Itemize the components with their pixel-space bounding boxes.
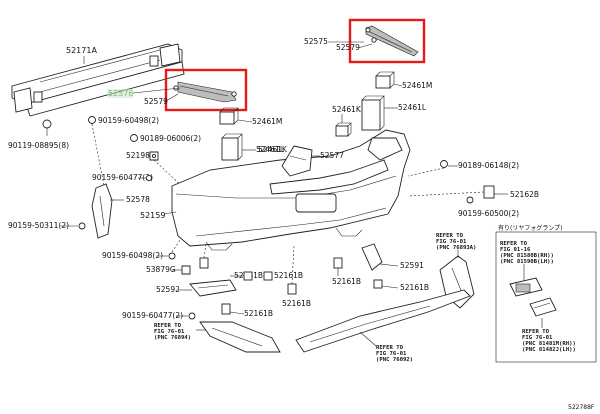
clip-icon <box>130 134 138 142</box>
svg-text:REFER TO: REFER TO <box>522 329 550 335</box>
clip-icon <box>221 303 231 315</box>
upper-bracket-part <box>281 145 313 177</box>
clip-icon <box>243 271 253 281</box>
svg-text:(PNC 81580B(RH)): (PNC 81580B(RH)) <box>500 253 554 259</box>
svg-text:(PNC 76894): (PNC 76894) <box>154 335 191 341</box>
label-52198: 52198 <box>126 151 150 160</box>
label-90189-06148: 90189-06148(2) <box>458 161 519 170</box>
label-52461L-left: 52461L <box>256 145 285 154</box>
svg-text:FIG 01-16: FIG 01-16 <box>500 247 531 253</box>
label-90159-50311: 90159-50311(2) <box>8 221 69 230</box>
reference-fig76-01-c: REFER TO FIG 76-01 (PNC 76092) <box>376 345 413 363</box>
svg-text:REFER TO: REFER TO <box>436 233 464 239</box>
reflector-lens-part <box>529 297 557 317</box>
clip-icon <box>181 265 191 275</box>
clip-icon <box>88 116 96 124</box>
label-52159: 52159 <box>140 211 165 220</box>
label-53879G: 53879G <box>146 265 176 274</box>
label-90159-60498-b: 90159-60498(2) <box>102 251 163 260</box>
label-52461M-left: 52461M <box>252 117 282 126</box>
reference-fig01-16: REFER TO FIG 01-16 (PNC 81580B(RH)) (PNC… <box>500 241 554 265</box>
clip-icon <box>333 257 343 269</box>
spacer-pad-right-upper <box>375 71 395 89</box>
clip-icon <box>168 252 176 260</box>
spacer-pad-left-lower <box>221 133 243 161</box>
bumper-reinforcement-part <box>11 43 185 117</box>
reference-fig76-01-a: REFER TO FIG 76-01 (PNC 76893A) <box>436 233 476 251</box>
spacer-pad-center <box>335 122 352 137</box>
label-52161B-c: 52161B <box>244 309 273 318</box>
reference-fig76-01-b: REFER TO FIG 76-01 (PNC 76894) <box>154 323 191 341</box>
lower-diffuser-part <box>295 289 471 353</box>
svg-text:REFER TO: REFER TO <box>500 241 528 247</box>
label-52161B-d: 52161B <box>282 299 311 308</box>
label-90159-60498-a: 90159-60498(2) <box>98 116 159 125</box>
fog-lamp-variant-note: 有り(リヤフォグランプ) <box>498 224 563 232</box>
label-52461K-center: 52461K <box>332 105 362 114</box>
label-52171A: 52171A <box>66 46 97 55</box>
svg-text:(PNC 76092): (PNC 76092) <box>376 357 413 363</box>
svg-text:REFER TO: REFER TO <box>376 345 404 351</box>
label-52161B-e: 52161B <box>332 277 361 286</box>
svg-text:(PNC 76893A): (PNC 76893A) <box>436 245 476 251</box>
lower-bracket-part <box>189 279 237 297</box>
lower-molding-part <box>199 321 281 353</box>
lower-side-bracket-part <box>361 243 383 271</box>
left-bumper-retainer-part <box>173 81 237 103</box>
fog-lamp-variant-box: 有り(リヤフォグランプ) <box>495 224 597 363</box>
bolt-icon <box>78 222 86 230</box>
label-52577: 52577 <box>320 151 344 160</box>
clip-icon <box>440 160 448 168</box>
svg-text:REFER TO: REFER TO <box>154 323 182 329</box>
bolt-icon <box>42 119 52 136</box>
label-90159-60477-a: 90159-60477(2) <box>92 173 153 182</box>
clip-icon <box>287 283 297 295</box>
clip-icon <box>188 312 196 320</box>
label-52575: 52575 <box>304 37 328 46</box>
label-52592: 52592 <box>156 285 180 294</box>
clip-icon <box>466 196 474 204</box>
label-52161B-f: 52161B <box>400 283 429 292</box>
highlight-box-left <box>164 68 248 112</box>
label-52579-right: 52579 <box>336 43 360 52</box>
fog-lamp-part <box>509 277 543 297</box>
bracket-icon <box>149 151 159 161</box>
right-bumper-retainer-part <box>365 25 419 57</box>
label-90189-06006: 90189-06006(2) <box>140 134 201 143</box>
label-52162B: 52162B <box>510 190 539 199</box>
label-90159-60500: 90159-60500(2) <box>458 209 519 218</box>
highlight-box-right <box>348 18 426 64</box>
spacer-pad-left-upper <box>219 107 239 125</box>
label-52161B-b: 52161B <box>274 271 303 280</box>
side-bracket-part <box>91 183 113 239</box>
label-52578: 52578 <box>126 195 150 204</box>
svg-text:FIG 76-01: FIG 76-01 <box>436 239 467 245</box>
label-52461L-right: 52461L <box>398 103 427 112</box>
svg-text:FIG 76-01: FIG 76-01 <box>154 329 185 335</box>
svg-text:FIG 76-01: FIG 76-01 <box>376 351 407 357</box>
label-52461M-right: 52461M <box>402 81 432 90</box>
clip-icon <box>263 271 273 281</box>
spacer-pad-right-lower <box>361 95 385 131</box>
bumper-cover-part <box>171 129 411 251</box>
reference-fig76-01-d: REFER TO FIG 76-01 (PNC 81481M(RH)) (PNC… <box>522 329 576 353</box>
label-90159-60477-b: 90159-60477(2) <box>122 311 183 320</box>
label-52576-marker <box>107 89 133 98</box>
svg-text:(PNC 81481M(RH)): (PNC 81481M(RH)) <box>522 341 576 347</box>
label-52591: 52591 <box>400 261 424 270</box>
bracket-icon <box>483 185 495 199</box>
clip-icon <box>146 175 152 181</box>
svg-text:FIG 76-01: FIG 76-01 <box>522 335 553 341</box>
label-52579-left: 52579 <box>144 97 168 106</box>
clip-icon <box>199 257 209 269</box>
svg-text:(PNC 81482J(LH)): (PNC 81482J(LH)) <box>522 347 576 353</box>
svg-text:(PNC 81590B(LH)): (PNC 81590B(LH)) <box>500 259 554 265</box>
label-52461K-lower: 52461K <box>258 145 288 154</box>
label-90119-08895: 90119-08895(8) <box>8 141 69 150</box>
figure-id: 522788F <box>568 404 595 411</box>
clip-icon <box>373 279 383 289</box>
